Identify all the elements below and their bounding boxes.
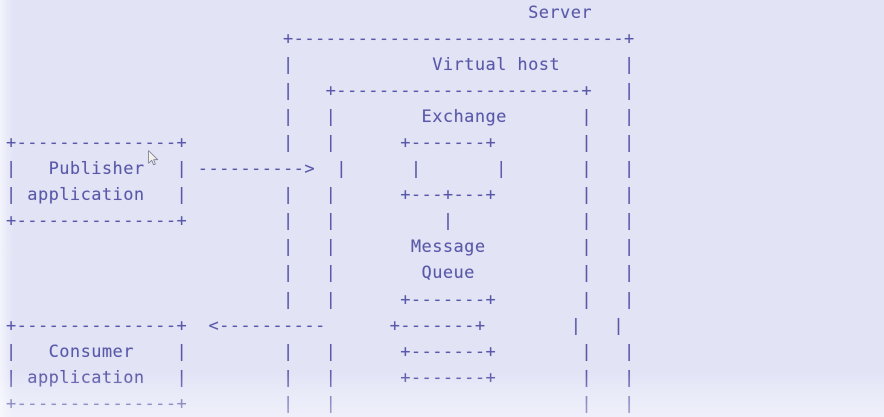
ascii-architecture-diagram: Server +-------------------------------+… xyxy=(6,3,635,414)
